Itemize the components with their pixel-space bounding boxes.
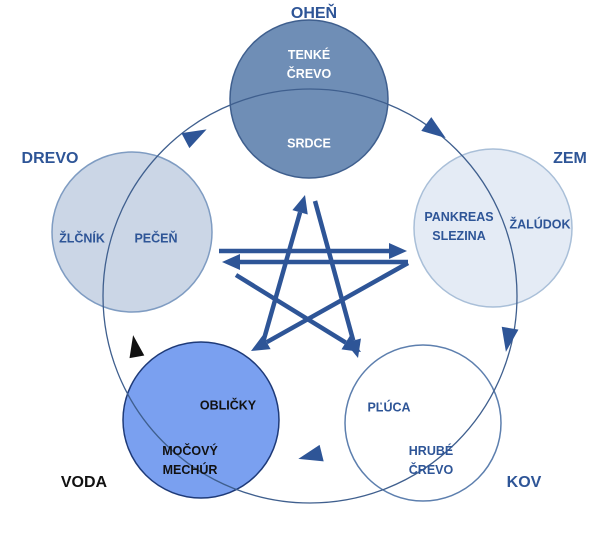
- cycle-arrow-ohen-to-zem: [421, 117, 446, 139]
- cycle-arrow-kov-to-voda: [298, 444, 324, 462]
- ohen-organ-line: SRDCE: [287, 137, 331, 151]
- cycle-arrow-drevo-to-ohen: [181, 129, 207, 149]
- drevo-organ-label-1: PEČEŇ: [134, 231, 177, 246]
- ohen-circle: [229, 19, 389, 179]
- kov-organ-label-0: PĽÚCA: [367, 400, 410, 415]
- kov-organ-line: HRUBÉ: [409, 443, 453, 458]
- zem-element-label: ZEM: [553, 150, 587, 167]
- zem-organ-line: PANKREAS: [424, 210, 493, 224]
- star-arrow-ohen-to-kov-shaft: [312, 200, 356, 342]
- kov-organ-label-1: HRUBÉ ČREVO: [409, 443, 454, 477]
- zem-organ-line: SLEZINA: [432, 229, 485, 243]
- voda-circle: [122, 341, 280, 499]
- generating-cycle-line: [102, 88, 518, 504]
- kov-circle: [344, 344, 502, 502]
- zem-organ-label-0: PANKREAS SLEZINA: [424, 210, 493, 243]
- drevo-organ-line: PEČEŇ: [134, 231, 177, 246]
- drevo-organ-line: ŽLČNÍK: [59, 231, 105, 246]
- voda-organ-line: MECHÚR: [163, 462, 218, 477]
- ohen-element-label: OHEŇ: [291, 3, 337, 22]
- star-arrow-zem-to-drevo-head: [222, 254, 240, 270]
- star-arrow-zem-to-voda-shaft: [265, 261, 410, 345]
- ohen-organ-line: ČREVO: [287, 66, 332, 81]
- drevo-circle: [51, 151, 213, 313]
- zem-organ-label-1: ŽALÚDOK: [509, 217, 570, 232]
- zem-circle: [413, 148, 573, 308]
- ohen-organ-line: TENKÉ: [288, 47, 330, 62]
- drevo-element-label: DREVO: [22, 150, 79, 167]
- voda-element-label: VODA: [61, 474, 108, 491]
- drevo-organ-label-0: ŽLČNÍK: [59, 231, 105, 246]
- controlling-cycle-star: [219, 195, 410, 358]
- ohen-organ-label-1: SRDCE: [287, 137, 331, 151]
- star-arrow-voda-to-ohen-head: [292, 195, 308, 215]
- voda-organ-line: MOČOVÝ: [162, 443, 218, 458]
- voda-organ-label-1: MOČOVÝ MECHÚR: [162, 443, 218, 477]
- voda-organ-label-0: OBLIČKY: [200, 398, 257, 413]
- star-arrow-zem-to-voda-head: [251, 335, 271, 351]
- voda-organ-line: OBLIČKY: [200, 398, 257, 413]
- cycle-arrow-voda-to-drevo: [129, 335, 145, 359]
- kov-organ-line: PĽÚCA: [367, 400, 410, 415]
- star-arrow-voda-to-ohen-shaft: [259, 211, 303, 347]
- ohen-organ-label-0: TENKÉ ČREVO: [287, 47, 332, 81]
- kov-element-label: KOV: [507, 474, 542, 491]
- generating-cycle-arrows: [129, 117, 519, 462]
- cycle-arrow-zem-to-kov: [501, 326, 519, 352]
- star-arrow-drevo-to-kov-head: [341, 335, 361, 352]
- star-arrow-drevo-to-kov-shaft: [234, 273, 347, 345]
- zem-organ-line: ŽALÚDOK: [509, 217, 570, 232]
- kov-organ-line: ČREVO: [409, 462, 454, 477]
- star-arrow-drevo-to-zem-head: [389, 243, 407, 259]
